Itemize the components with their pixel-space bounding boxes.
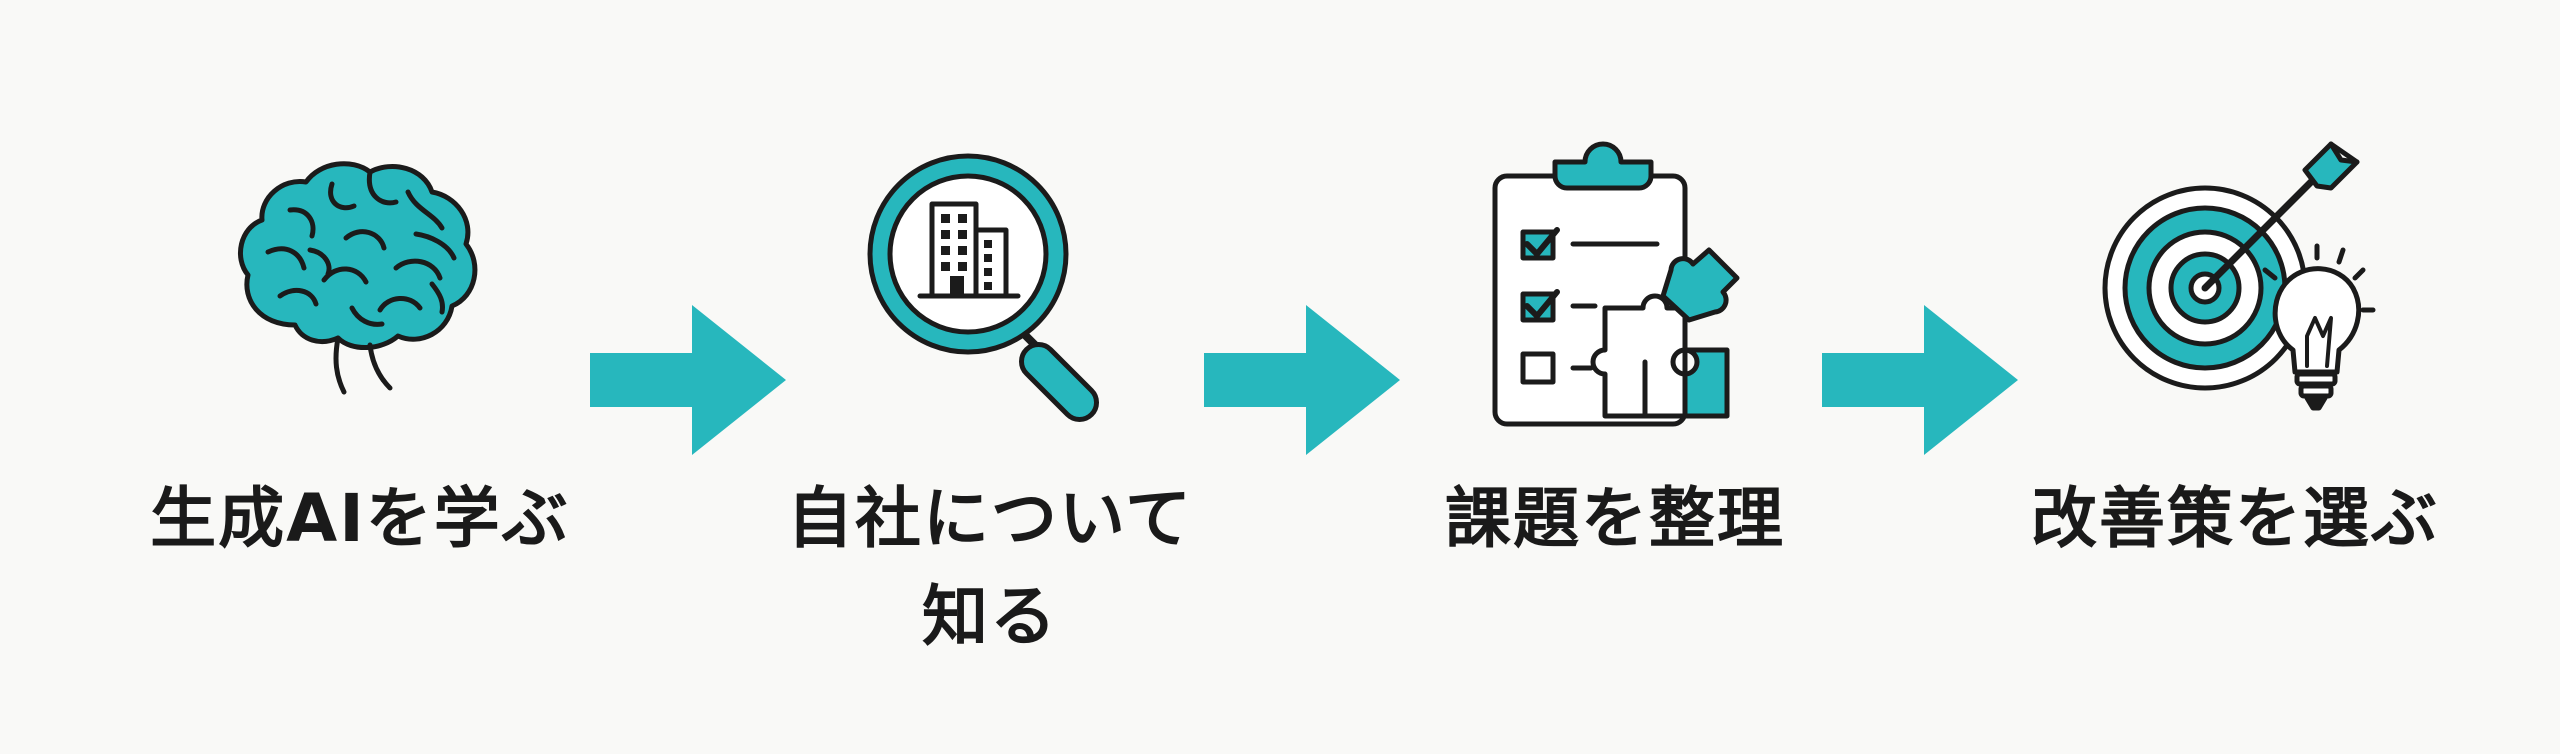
step-label: 自社について 知る — [786, 480, 1194, 655]
step-learn-ai: 生成AIを学ぶ — [100, 0, 620, 754]
step-organize-issues: 課題を整理 — [1355, 0, 1875, 754]
step-label: 改善策を選ぶ — [2031, 480, 2439, 557]
step-label: 生成AIを学ぶ — [150, 480, 570, 557]
arrow-right-icon — [1822, 305, 2018, 455]
arrow-right-icon — [1204, 305, 1400, 455]
arrow-right-icon — [590, 305, 786, 455]
magnifier-building-icon — [867, 153, 1100, 423]
brain-icon — [238, 161, 478, 395]
clipboard-puzzle-icon — [1492, 141, 1740, 427]
step-know-company: 自社について 知る — [730, 0, 1250, 754]
step-choose-improvement: 改善策を選ぶ — [1975, 0, 2495, 754]
step-label: 課題を整理 — [1445, 480, 1785, 557]
target-lightbulb-icon — [2102, 141, 2376, 411]
